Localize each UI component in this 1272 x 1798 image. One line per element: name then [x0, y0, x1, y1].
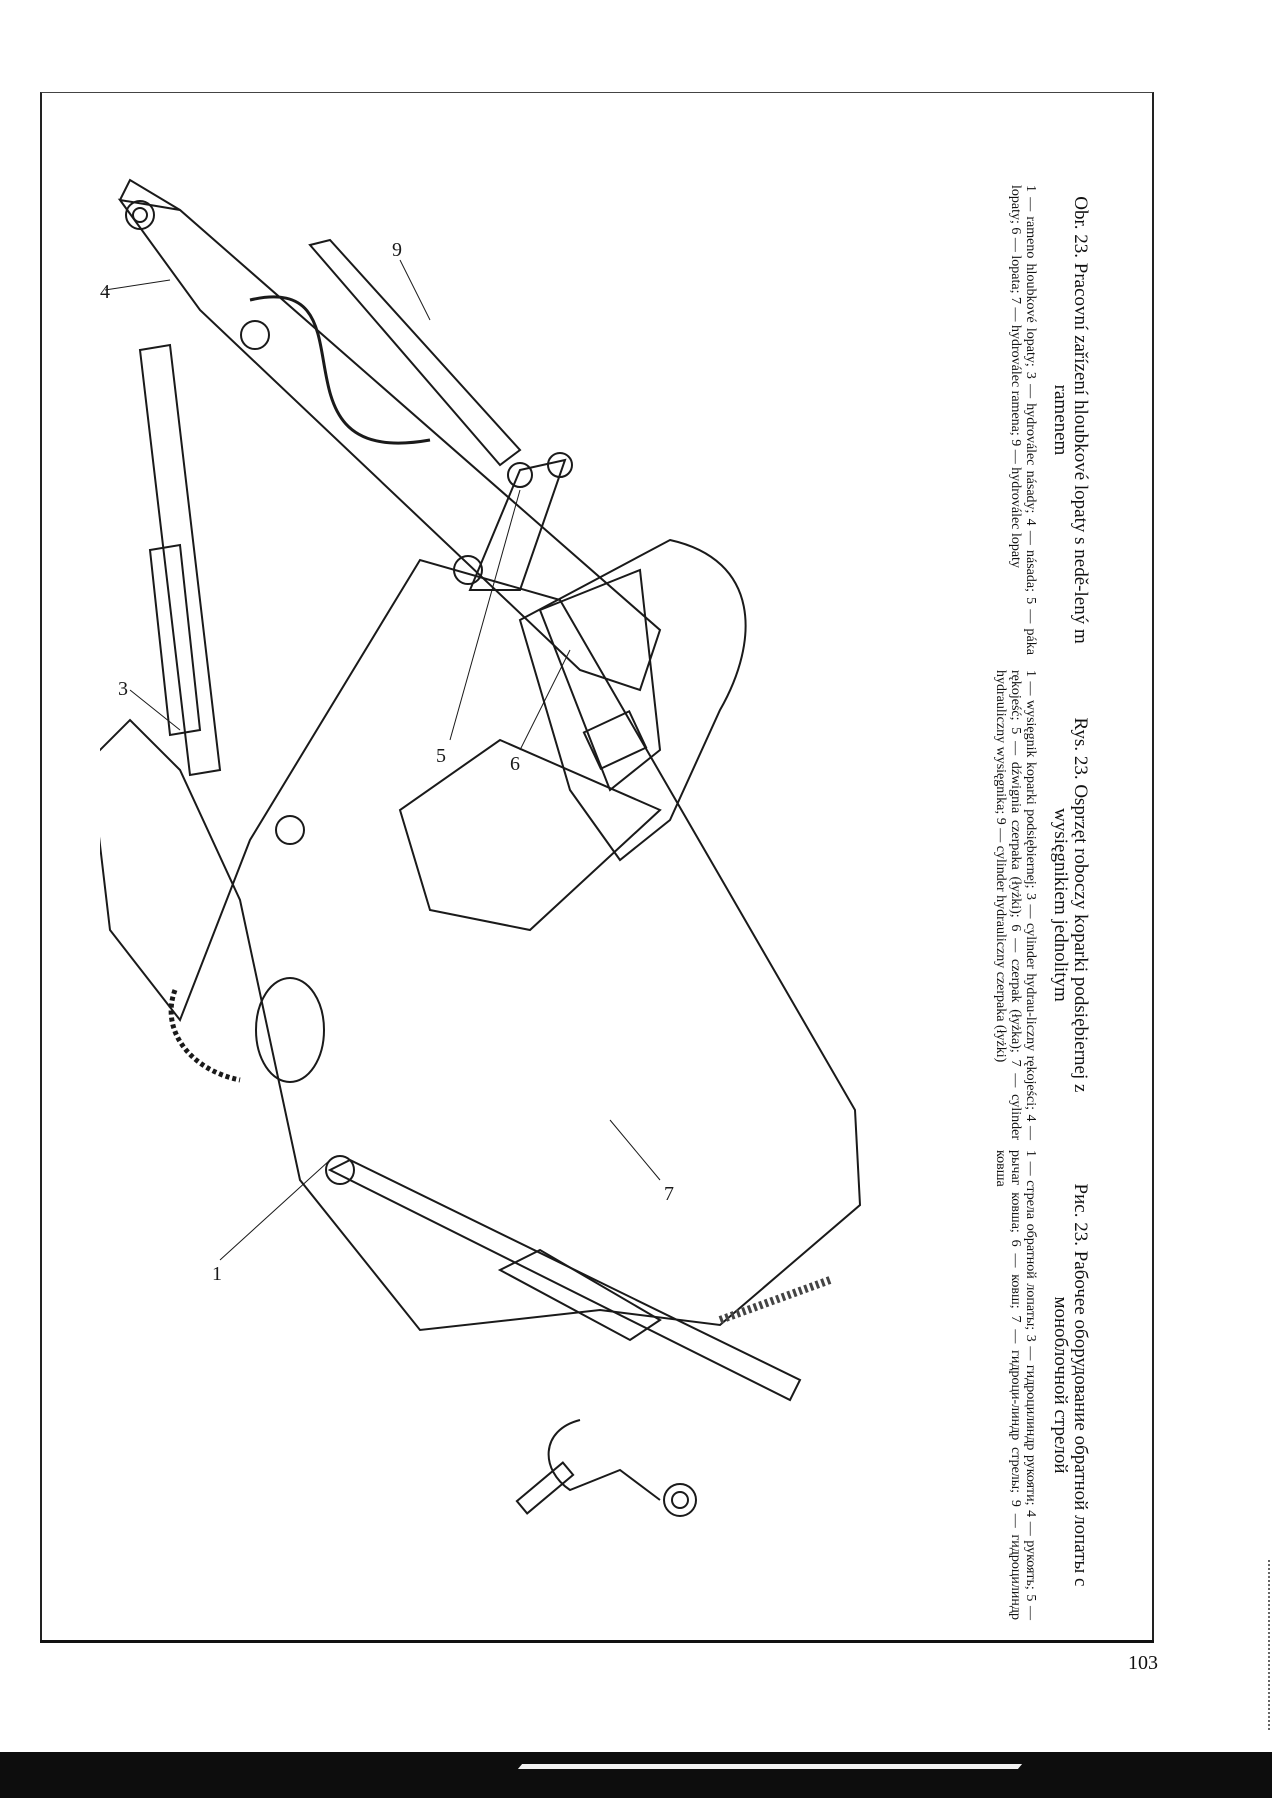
caption-polish: Rys. 23. Osprzęt roboczy koparki podsięb…	[993, 670, 1091, 1140]
boom-pin-mid	[325, 1155, 355, 1185]
caption-russian-legend: 1 — стрела обратной лопаты; 3 — гидроцил…	[993, 1150, 1038, 1620]
boom-inner	[398, 738, 662, 932]
boom-mount	[547, 1419, 661, 1501]
caption-polish-title: Rys. 23. Osprzęt roboczy koparki podsięb…	[1050, 717, 1091, 1093]
bucket	[518, 538, 747, 862]
caption-russian: Рис. 23. Рабочее оборудование обратной л…	[993, 1150, 1091, 1620]
boom-outline	[100, 558, 862, 1332]
label-7: 7	[664, 1183, 674, 1205]
caption-czech: Obr. 23. Pracovní zařízení hloubkové lop…	[1008, 185, 1091, 655]
boom-pin-top	[275, 815, 305, 845]
stick-side	[119, 178, 181, 211]
arm-cylinder	[138, 343, 222, 777]
label-9: 9	[392, 239, 402, 261]
stick-pin-tip	[125, 200, 155, 230]
label-3: 3	[118, 678, 128, 700]
caption-czech-title: Obr. 23. Pracovní zařízení hloubkové lop…	[1050, 196, 1091, 644]
frame-bottom-rule	[40, 1640, 1154, 1643]
boom-pin-base	[663, 1483, 697, 1517]
page-frame	[40, 92, 1154, 1641]
label-5: 5	[436, 745, 446, 767]
excavator-drawing: 1 3 4 5 6 7 9	[100, 178, 862, 1517]
scan-bottom-band	[0, 1752, 1272, 1798]
caption-czech-legend: 1 — rameno hloubkové lopaty; 3 — hydrová…	[1008, 185, 1038, 655]
caption-russian-title: Рис. 23. Рабочее оборудование обратной л…	[1050, 1183, 1091, 1587]
scan-edge-marks	[1262, 1560, 1270, 1730]
caption-polish-legend: 1 — wysięgnik koparki podsiębiernej; 3 —…	[993, 670, 1038, 1140]
elbow-hose	[168, 989, 241, 1083]
captions-rotated: Obr. 23. Pracovní zařízení hloubkové lop…	[890, 95, 1091, 1620]
boom-hole	[255, 977, 325, 1083]
page-number: 103	[1128, 1652, 1158, 1674]
boom-cylinder	[327, 1158, 802, 1402]
bucket-hose	[249, 295, 431, 445]
base-hose	[718, 1276, 832, 1324]
bucket-linkage	[468, 458, 567, 591]
label-4: 4	[100, 281, 110, 303]
bucket-cylinder	[308, 238, 522, 467]
stick-pin	[240, 320, 270, 350]
label-1: 1	[212, 1263, 222, 1285]
label-6: 6	[510, 753, 520, 775]
